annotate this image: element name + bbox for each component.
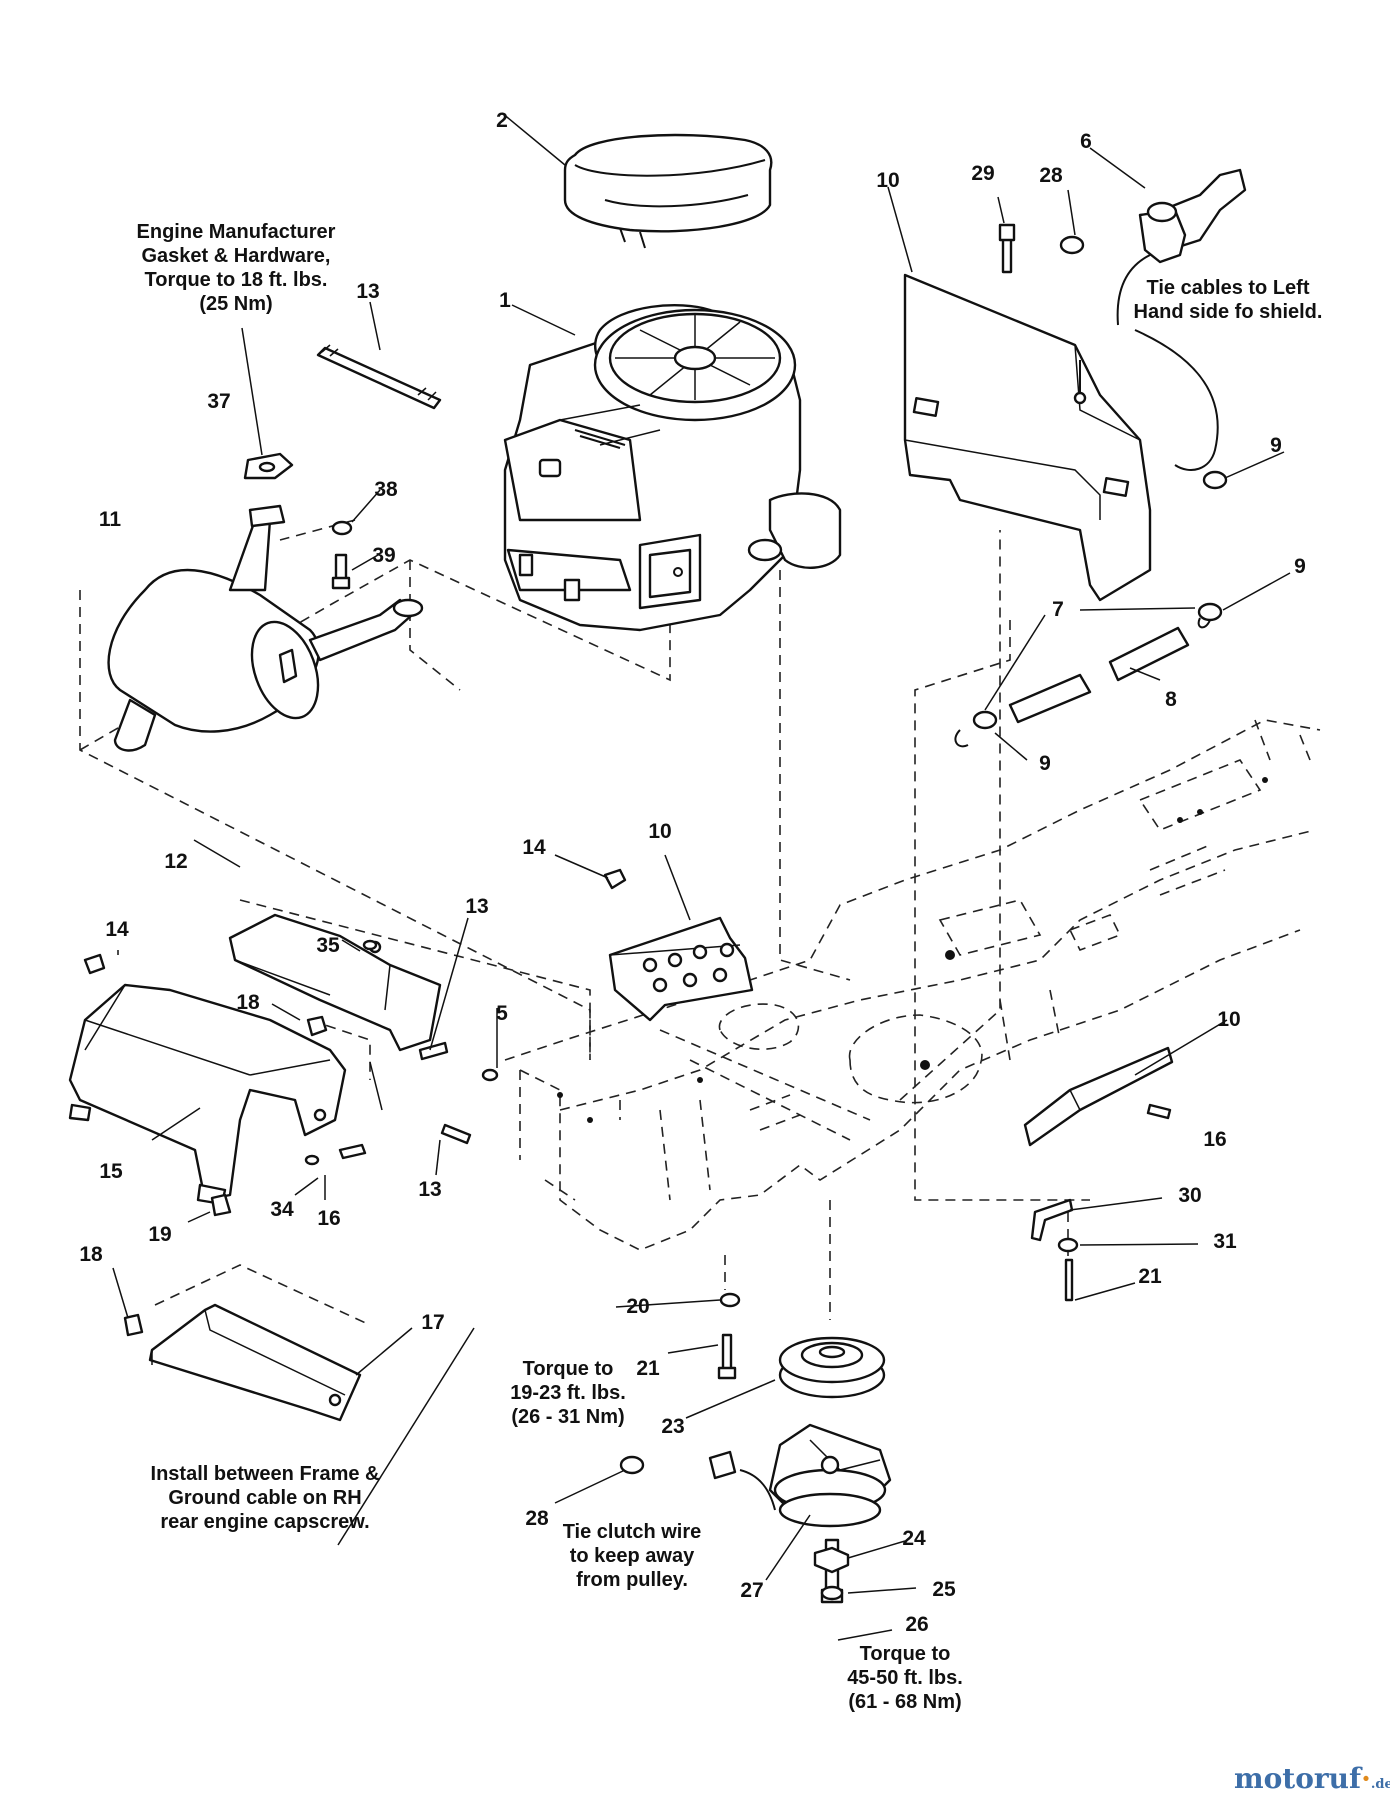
- note-install-between: Install between Frame & Ground cable on …: [151, 1463, 380, 1533]
- callout-34: 34: [270, 1198, 294, 1221]
- engine: [503, 303, 842, 632]
- callout-20: 20: [626, 1295, 649, 1318]
- exhaust-capscrew: [331, 553, 351, 590]
- callout-39: 39: [372, 544, 395, 567]
- svg-text:19-23 ft. lbs.: 19-23 ft. lbs.: [510, 1382, 626, 1404]
- callout-7: 7: [1052, 598, 1064, 621]
- tractor-frame: [504, 719, 1321, 1251]
- svg-text:Tie cables to Left: Tie cables to Left: [1146, 277, 1309, 299]
- callout-21-right: 21: [1138, 1265, 1162, 1288]
- callout-10-top: 10: [648, 820, 671, 843]
- callout-21-mid: 21: [636, 1357, 660, 1380]
- svg-text:Torque to: Torque to: [523, 1358, 614, 1380]
- note-torque-clutch: Torque to 45-50 ft. lbs. (61 - 68 Nm): [847, 1643, 963, 1713]
- callout-11: 11: [99, 508, 122, 531]
- callout-9-upper: 9: [1270, 434, 1282, 457]
- callout-28-lower: 28: [525, 1507, 549, 1530]
- callout-17: 17: [421, 1311, 444, 1334]
- callout-14-upper: 14: [522, 836, 546, 859]
- svg-text:Torque to: Torque to: [860, 1643, 951, 1665]
- callout-13-upper: 13: [465, 895, 488, 918]
- callout-8: 8: [1165, 688, 1177, 711]
- callout-numbers: 2 1 13 10 6 28 29 9 9 7 8 9 10 10 11 12 …: [79, 109, 1306, 1636]
- svg-text:to keep away: to keep away: [570, 1545, 695, 1567]
- leader-lines: [112, 112, 1291, 1641]
- callout-25: 25: [932, 1578, 956, 1601]
- clutch-nut: [813, 1546, 850, 1601]
- watermark-logo: motoruf·.de: [1234, 1762, 1390, 1795]
- svg-text:Torque to 18 ft. lbs.: Torque to 18 ft. lbs.: [145, 269, 328, 291]
- pulley: [778, 1336, 886, 1399]
- callout-26: 26: [905, 1613, 928, 1636]
- note-tie-clutch: Tie clutch wire to keep away from pulley…: [563, 1521, 702, 1591]
- fuel-line: [1008, 626, 1190, 724]
- callout-27: 27: [740, 1579, 763, 1602]
- callout-14-left: 14: [105, 918, 129, 941]
- callout-37: 37: [207, 390, 230, 413]
- svg-text:Tie clutch wire: Tie clutch wire: [563, 1521, 702, 1543]
- heat-shield-upper: [608, 916, 754, 1022]
- note-torque-pulley: Torque to 19-23 ft. lbs. (26 - 31 Nm): [510, 1358, 626, 1428]
- callout-9-lower: 9: [1039, 752, 1051, 775]
- callout-18-upper: 18: [236, 991, 260, 1014]
- svg-text:(61 - 68 Nm): (61 - 68 Nm): [848, 1691, 961, 1713]
- exhaust-gasket: [243, 452, 294, 480]
- note-engine-manufacturer: Engine Manufacturer Gasket & Hardware, T…: [137, 221, 336, 315]
- ground-bracket: [148, 1303, 362, 1422]
- callout-6: 6: [1080, 130, 1092, 153]
- heat-shield-right: [1023, 1046, 1174, 1147]
- svg-text:Hand side fo shield.: Hand side fo shield.: [1134, 301, 1323, 323]
- svg-text:from pulley.: from pulley.: [576, 1569, 688, 1591]
- callout-23: 23: [661, 1415, 684, 1438]
- callout-16-left: 16: [317, 1207, 340, 1230]
- svg-text:Engine Manufacturer: Engine Manufacturer: [137, 221, 336, 243]
- lock-washer: [331, 520, 353, 536]
- callout-15: 15: [99, 1160, 123, 1183]
- air-cleaner-band: [563, 133, 773, 249]
- callout-1: 1: [499, 289, 511, 312]
- note-tie-cables: Tie cables to Left Hand side fo shield.: [1134, 277, 1323, 323]
- callout-31: 31: [1213, 1230, 1237, 1253]
- electric-clutch: [708, 1423, 892, 1528]
- callout-3: 13: [356, 280, 379, 303]
- svg-text:(25 Nm): (25 Nm): [199, 293, 272, 315]
- wire-clips: [83, 235, 1085, 1475]
- muffler: [107, 504, 424, 752]
- svg-text:Install between Frame &: Install between Frame &: [151, 1463, 380, 1485]
- lh-engine-shield: [68, 983, 347, 1206]
- callout-12: 12: [164, 850, 187, 873]
- callout-28-top: 28: [1039, 164, 1063, 187]
- rh-bracket: [228, 913, 442, 1052]
- callout-2: 2: [496, 109, 508, 132]
- svg-text:45-50 ft. lbs.: 45-50 ft. lbs.: [847, 1667, 963, 1689]
- callout-18-lower: 18: [79, 1243, 103, 1266]
- svg-text:Ground cable on RH: Ground cable on RH: [168, 1487, 361, 1509]
- callout-29: 29: [971, 162, 994, 185]
- callout-4: 10: [876, 169, 899, 192]
- callout-16-right: 16: [1203, 1128, 1226, 1151]
- callout-24: 24: [902, 1527, 926, 1550]
- svg-text:rear engine capscrew.: rear engine capscrew.: [160, 1511, 369, 1533]
- callout-10-right: 10: [1217, 1008, 1240, 1031]
- callout-5: 5: [496, 1002, 508, 1025]
- throttle-control: [1116, 168, 1247, 471]
- callout-19: 19: [148, 1223, 171, 1246]
- svg-text:(26 - 31 Nm): (26 - 31 Nm): [511, 1406, 624, 1428]
- callout-38: 38: [374, 478, 398, 501]
- stud: [316, 344, 442, 410]
- fuel-line-clamps: [954, 470, 1228, 748]
- callout-35: 35: [316, 934, 340, 957]
- callout-13-lower: 13: [418, 1178, 441, 1201]
- svg-text:Gasket & Hardware,: Gasket & Hardware,: [142, 245, 331, 267]
- engine-shield: [903, 273, 1152, 602]
- callout-9-mid: 9: [1294, 555, 1306, 578]
- callout-30: 30: [1178, 1184, 1201, 1207]
